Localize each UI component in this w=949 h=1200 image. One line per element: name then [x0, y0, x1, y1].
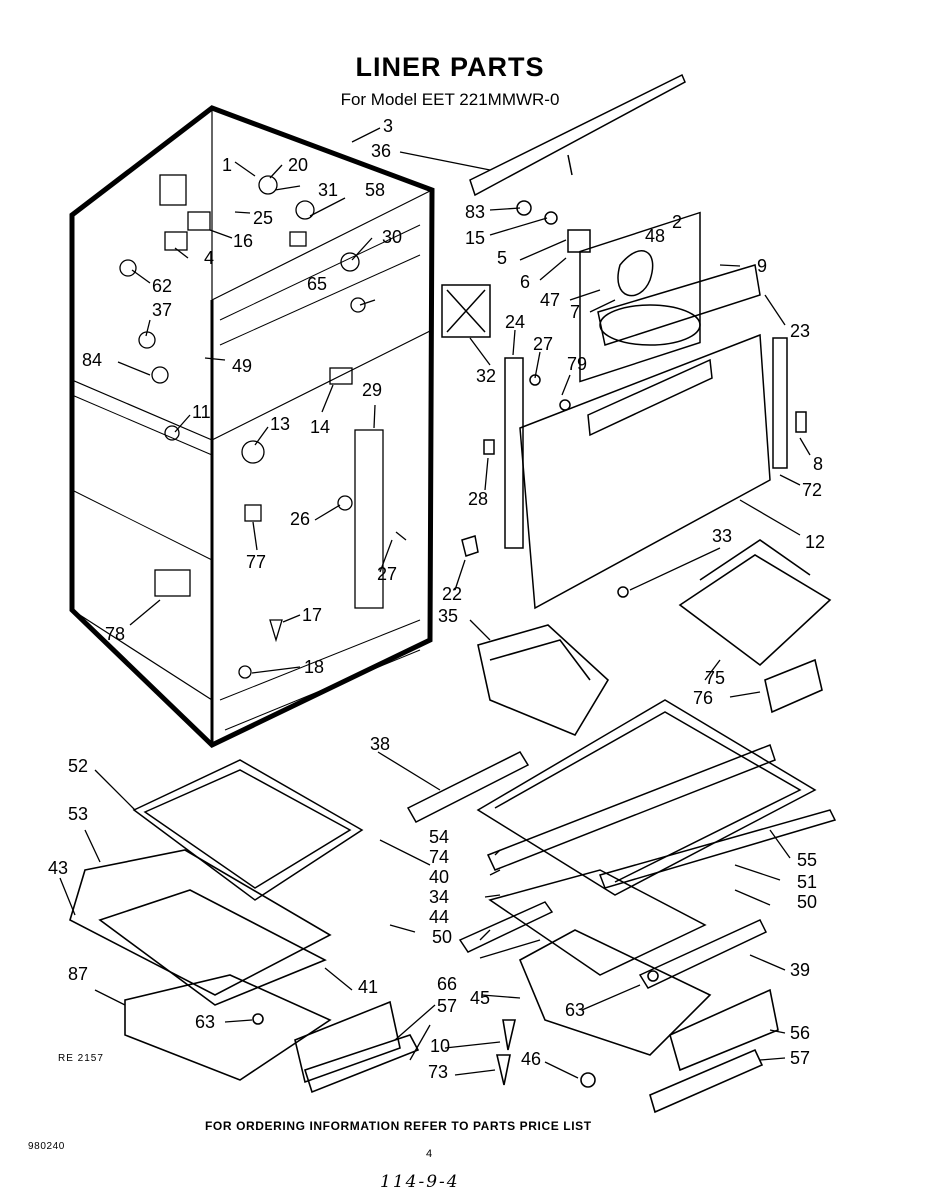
callout-57b: 57 [790, 1048, 810, 1068]
callout-73: 73 [428, 1062, 448, 1082]
callout-62: 62 [152, 276, 172, 296]
page-number: 4 [426, 1148, 433, 1160]
callout-63: 63 [195, 1012, 215, 1032]
callout-44: 44 [429, 907, 449, 927]
callout-28: 28 [468, 489, 488, 509]
callout-6: 6 [520, 272, 530, 292]
shelves [132, 699, 837, 989]
leader-lines [59, 127, 811, 1079]
callout-1: 1 [222, 155, 232, 175]
callout-45: 45 [470, 988, 490, 1008]
callout-47: 47 [540, 290, 560, 310]
ordering-note: FOR ORDERING INFORMATION REFER TO PARTS … [205, 1119, 592, 1133]
callout-12: 12 [805, 532, 825, 552]
model-subtitle: For Model EET 221MMWR-0 [340, 90, 560, 109]
callout-33: 33 [712, 526, 732, 546]
drawers [69, 849, 779, 1114]
callout-53: 53 [68, 804, 88, 824]
callout-24: 24 [505, 312, 525, 332]
callout-13: 13 [270, 414, 290, 434]
callout-41: 41 [358, 977, 378, 997]
callout-18: 18 [304, 657, 324, 677]
callout-54: 54 [429, 827, 449, 847]
callout-29: 29 [362, 380, 382, 400]
top-rail-and-fan [441, 73, 761, 346]
callout-76: 76 [693, 688, 713, 708]
callout-27: 27 [533, 334, 553, 354]
callout-14: 14 [310, 417, 330, 437]
callout-36: 36 [371, 141, 391, 161]
callout-55: 55 [797, 850, 817, 870]
callout-20: 20 [288, 155, 308, 175]
callout-43: 43 [48, 858, 68, 878]
callout-87: 87 [68, 964, 88, 984]
callout-11: 11 [192, 402, 211, 422]
callout-77: 77 [246, 552, 266, 572]
callout-38: 38 [370, 734, 390, 754]
callout-16: 16 [233, 231, 253, 251]
evaporator-cover [461, 211, 807, 610]
callout-34: 34 [429, 887, 449, 907]
callout-9: 9 [757, 256, 767, 276]
callout-40: 40 [429, 867, 449, 887]
crisper-bins [477, 539, 832, 737]
callout-75: 75 [705, 668, 725, 688]
callout-52: 52 [68, 756, 88, 776]
callout-5: 5 [497, 248, 507, 268]
callout-labels: 3 36 1 20 31 58 25 16 4 83 15 2 5 48 9 3… [48, 116, 825, 1082]
callout-58: 58 [365, 180, 385, 200]
callout-27b: 27 [377, 564, 397, 584]
callout-15: 15 [465, 228, 485, 248]
callout-37: 37 [152, 300, 172, 320]
callout-26: 26 [290, 509, 310, 529]
callout-30: 30 [382, 227, 402, 247]
callout-8: 8 [813, 454, 823, 474]
callout-32: 32 [476, 366, 496, 386]
callout-23: 23 [790, 321, 810, 341]
callout-72: 72 [802, 480, 822, 500]
reference-code: RE 2157 [58, 1053, 104, 1064]
callout-57: 57 [437, 996, 457, 1016]
page-title: LINER PARTS [355, 52, 545, 82]
callout-74: 74 [429, 847, 449, 867]
callout-10: 10 [430, 1036, 450, 1056]
callout-49: 49 [232, 356, 252, 376]
callout-56: 56 [790, 1023, 810, 1043]
callout-31: 31 [318, 180, 338, 200]
callout-63b: 63 [565, 1000, 585, 1020]
callout-7: 7 [570, 302, 580, 322]
callout-17: 17 [302, 605, 322, 625]
callout-83: 83 [465, 202, 485, 222]
callout-39: 39 [790, 960, 810, 980]
callout-50: 50 [797, 892, 817, 912]
cabinet-small-parts [119, 174, 407, 679]
callout-51: 51 [797, 872, 817, 892]
callout-79: 79 [567, 354, 587, 374]
callout-50b: 50 [432, 927, 452, 947]
callout-78: 78 [105, 624, 125, 644]
callout-48: 48 [645, 226, 665, 246]
handwritten-note: 114-9-4 [380, 1172, 460, 1192]
callout-22: 22 [442, 584, 462, 604]
callout-35: 35 [438, 606, 458, 626]
callout-65: 65 [307, 274, 327, 294]
callout-46: 46 [521, 1049, 541, 1069]
callout-4: 4 [204, 248, 214, 268]
cabinet-liner [69, 105, 435, 749]
document-number: 980240 [28, 1141, 65, 1152]
callout-3: 3 [383, 116, 393, 136]
callout-25: 25 [253, 208, 273, 228]
callout-84: 84 [82, 350, 102, 370]
callout-2: 2 [672, 212, 682, 232]
callout-66: 66 [437, 974, 457, 994]
